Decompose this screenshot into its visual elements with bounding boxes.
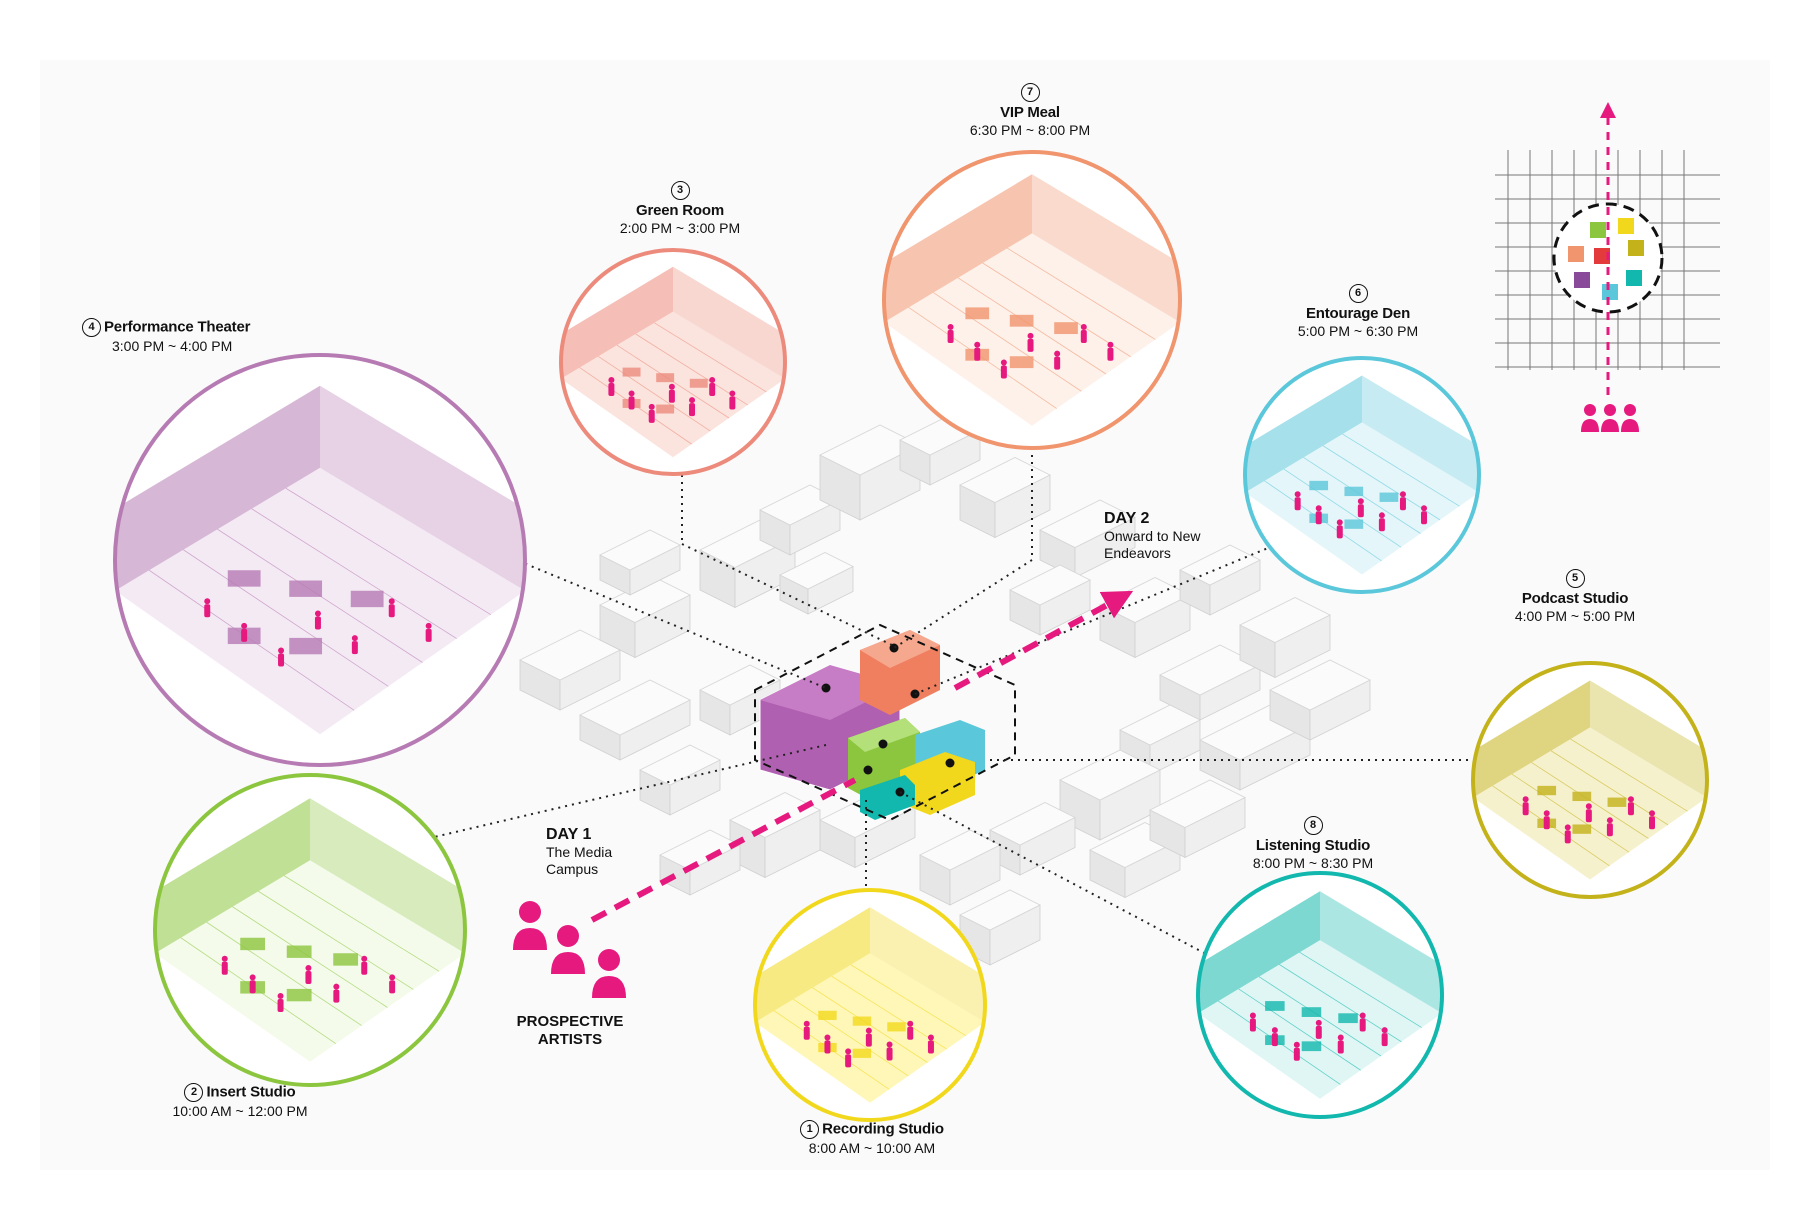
day2-label: DAY 2 Onward to New Endeavors	[1104, 510, 1200, 562]
station-title: Performance Theater	[104, 318, 250, 335]
station-number: 8	[1304, 816, 1323, 835]
station-title: Podcast Studio	[1455, 590, 1695, 607]
day1-line2: Campus	[546, 861, 612, 878]
station-time: 2:00 PM ~ 3:00 PM	[560, 220, 800, 236]
station-time: 4:00 PM ~ 5:00 PM	[1455, 608, 1695, 624]
station-number: 7	[1021, 83, 1040, 102]
artists-line2: ARTISTS	[500, 1031, 640, 1049]
station-label-entourage: 6 Entourage Den 5:00 PM ~ 6:30 PM	[1238, 283, 1478, 339]
station-label-green-room: 3 Green Room 2:00 PM ~ 3:00 PM	[560, 180, 800, 236]
station-number: 1	[800, 1120, 819, 1139]
station-title: Entourage Den	[1238, 305, 1478, 322]
day1-label: DAY 1 The Media Campus	[546, 826, 612, 878]
station-label-vip: 7 VIP Meal 6:30 PM ~ 8:00 PM	[910, 82, 1150, 138]
station-label-podcast: 5 Podcast Studio 4:00 PM ~ 5:00 PM	[1455, 568, 1695, 624]
station-label-listening: 8 Listening Studio 8:00 PM ~ 8:30 PM	[1193, 815, 1433, 871]
artists-line1: PROSPECTIVE	[500, 1013, 640, 1031]
station-title: Recording Studio	[822, 1120, 944, 1137]
day2-line1: Onward to New	[1104, 528, 1200, 545]
day1-line1: The Media	[546, 844, 612, 861]
day2-line2: Endeavors	[1104, 545, 1200, 562]
station-title: Green Room	[560, 202, 800, 219]
station-time: 5:00 PM ~ 6:30 PM	[1238, 323, 1478, 339]
day2-title: DAY 2	[1104, 510, 1200, 528]
station-number: 6	[1349, 284, 1368, 303]
station-number: 3	[671, 181, 690, 200]
station-title: Insert Studio	[206, 1083, 295, 1100]
station-time: 10:00 AM ~ 12:00 PM	[120, 1103, 360, 1119]
prospective-artists-label: PROSPECTIVE ARTISTS	[500, 1013, 640, 1049]
day1-title: DAY 1	[546, 826, 612, 844]
station-number: 5	[1566, 569, 1585, 588]
station-time: 8:00 PM ~ 8:30 PM	[1193, 855, 1433, 871]
station-number: 2	[184, 1083, 203, 1102]
station-time: 3:00 PM ~ 4:00 PM	[82, 338, 322, 354]
station-title: VIP Meal	[910, 104, 1150, 121]
station-time: 8:00 AM ~ 10:00 AM	[752, 1140, 992, 1156]
station-title: Listening Studio	[1193, 837, 1433, 854]
station-number: 4	[82, 318, 101, 337]
station-time: 6:30 PM ~ 8:00 PM	[910, 122, 1150, 138]
